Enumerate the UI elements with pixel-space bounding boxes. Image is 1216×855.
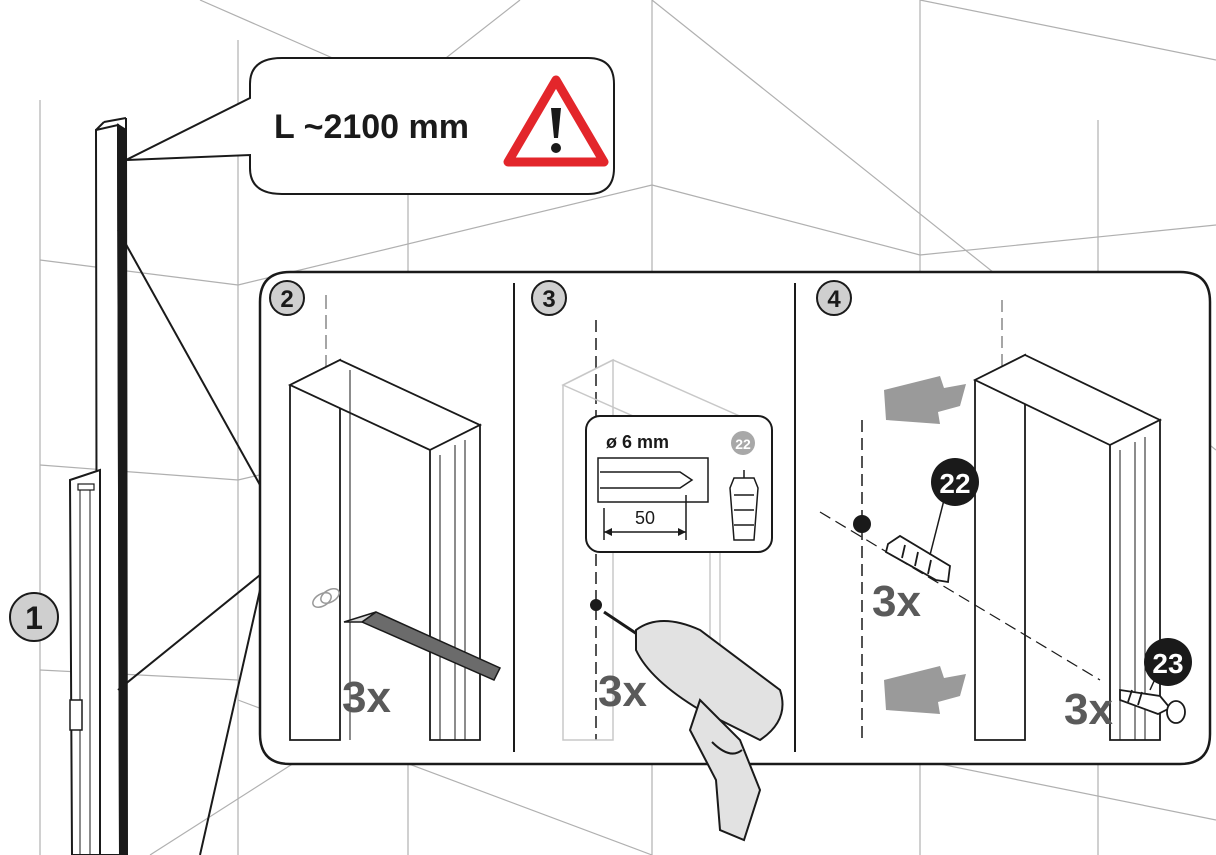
callout-connectors	[117, 229, 261, 855]
step-1-badge: 1	[9, 592, 59, 642]
step-3-panel: 3 ø 6 mm 22 50	[531, 280, 784, 842]
drill-depth: 50	[635, 508, 655, 528]
step-4-badge: 4	[816, 280, 852, 316]
drill-info-box: ø 6 mm 22 50	[585, 415, 773, 553]
screw-icon	[1119, 688, 1186, 724]
drill-part-ref: 22	[735, 436, 751, 452]
profile-section-step4	[972, 353, 1163, 741]
wall-plug-icon	[729, 470, 759, 541]
wall-plug-icon	[884, 534, 951, 584]
step-2-count: 3x	[342, 673, 391, 722]
step-2-panel: 2 3x	[269, 280, 502, 741]
step-3-number: 3	[542, 286, 555, 313]
wall-plug-assembly	[819, 511, 1101, 681]
anchor-ref: 22	[939, 468, 970, 499]
mark-symbol	[312, 588, 340, 608]
length-callout: L ~2100 mm	[125, 57, 615, 195]
anchor-count: 3x	[872, 577, 921, 626]
step-3-count: 3x	[598, 667, 647, 716]
step-3-badge: 3	[531, 280, 567, 316]
step-2-badge: 2	[269, 280, 305, 316]
step-1-number: 1	[25, 600, 43, 636]
step-4-number: 4	[827, 286, 841, 313]
screw-count: 3x	[1064, 685, 1113, 734]
profile-section	[287, 358, 483, 741]
part-22-badge: 22	[929, 458, 979, 556]
step-2-number: 2	[280, 286, 293, 313]
step-4-panel: 4 22	[816, 280, 1192, 741]
part-22-small-badge: 22	[731, 431, 755, 455]
drill-icon	[590, 599, 784, 842]
drill-diameter: ø 6 mm	[606, 432, 669, 452]
screw-ref: 23	[1152, 648, 1183, 679]
push-arrow-icon	[884, 376, 966, 714]
wall-profile	[68, 117, 129, 855]
length-label: L ~2100 mm	[274, 108, 469, 146]
part-23-badge: 23	[1144, 638, 1192, 691]
warning-icon	[503, 75, 609, 167]
pencil-icon	[343, 611, 502, 681]
